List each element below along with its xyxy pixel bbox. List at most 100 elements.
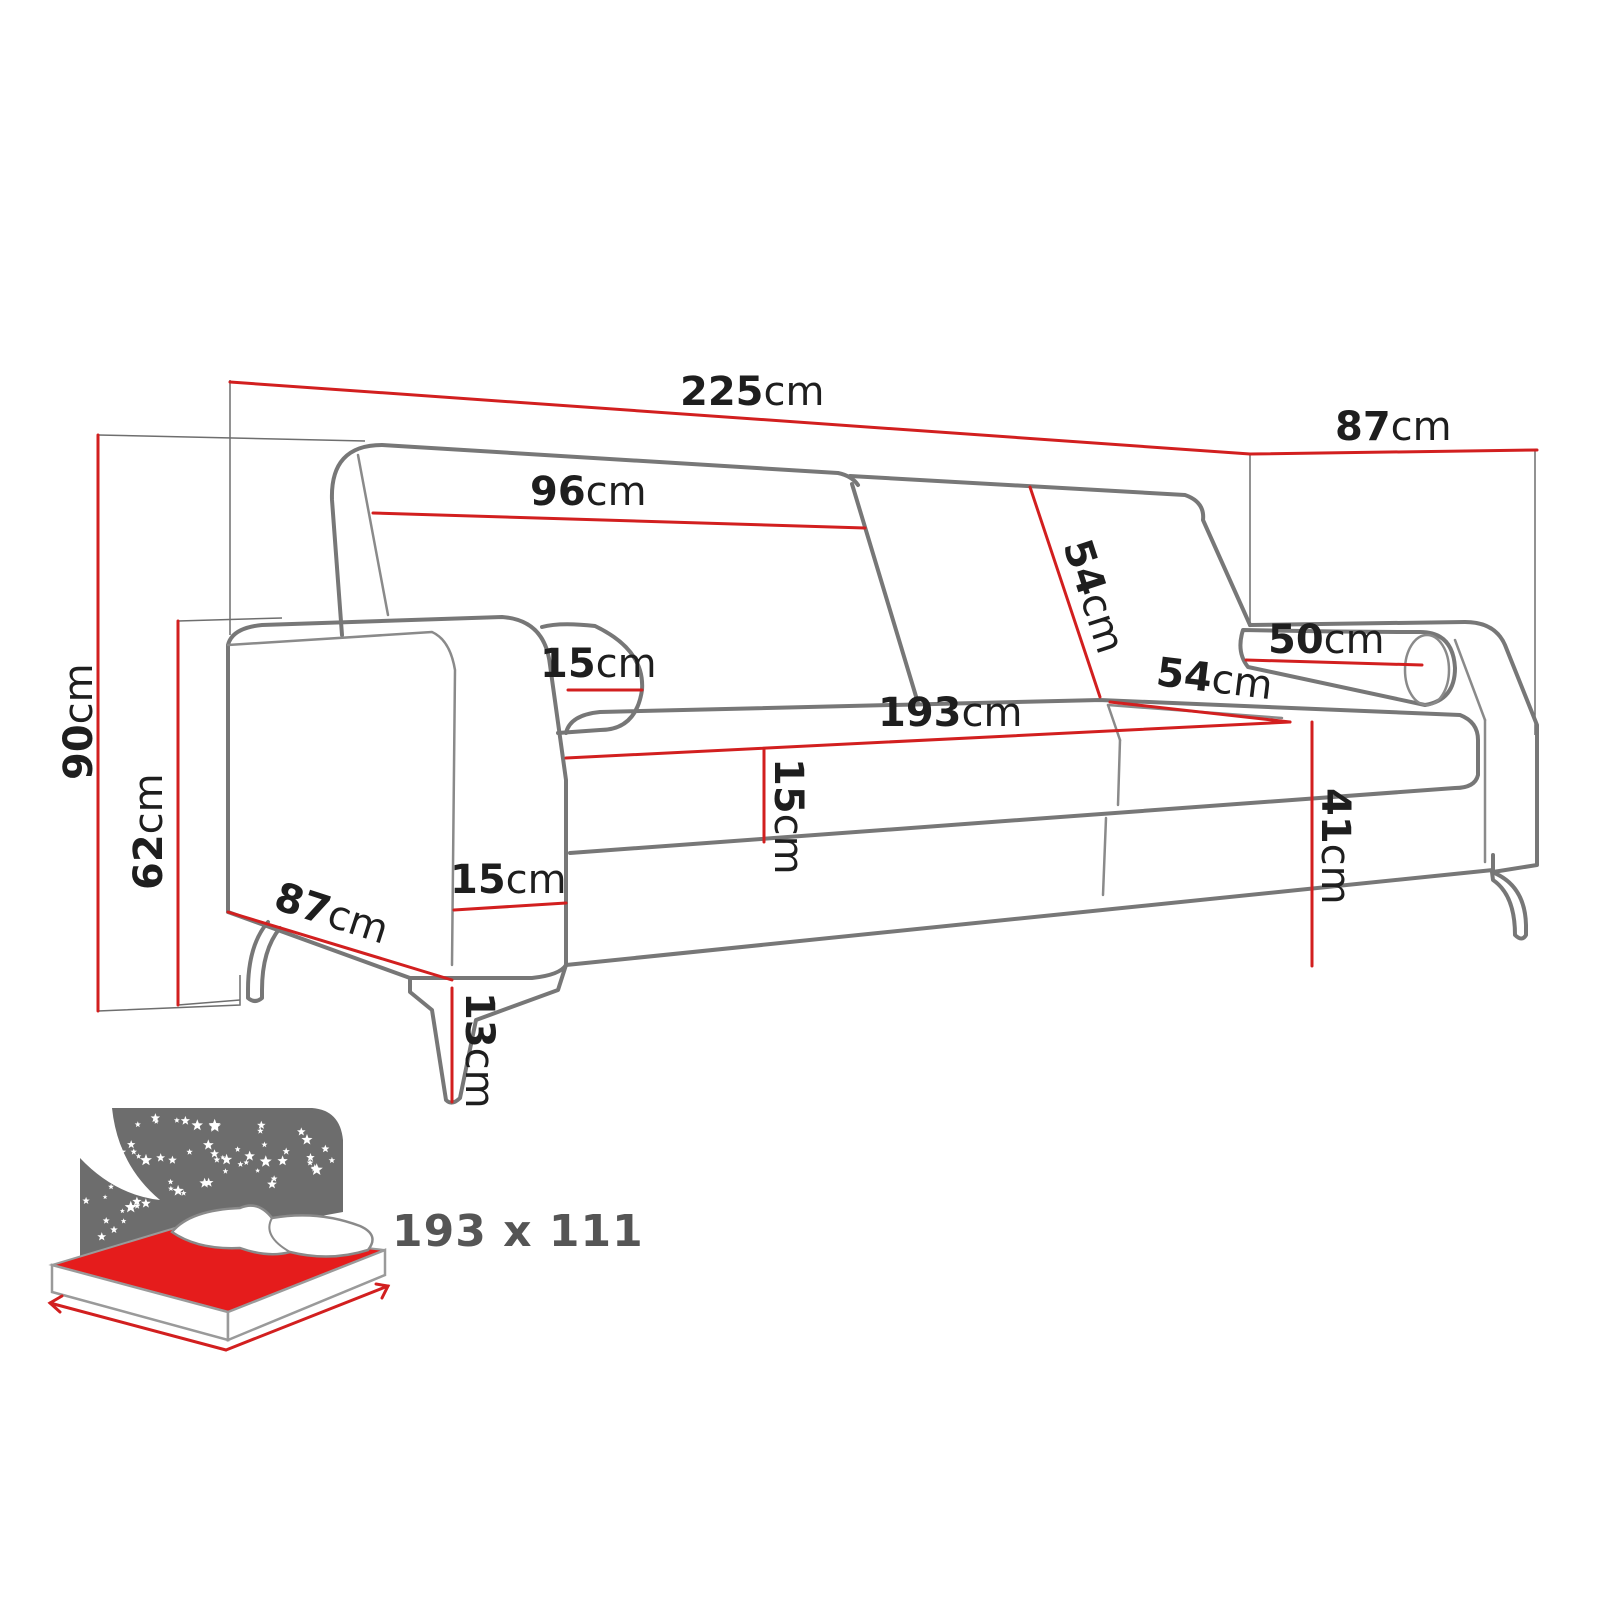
star-icon <box>328 1156 336 1164</box>
dim-line-seat-depth <box>1108 700 1292 724</box>
sofa-outline <box>226 443 1539 1105</box>
star-icon <box>130 1148 137 1155</box>
dim-line-total-width <box>228 380 1252 456</box>
label-armrest-height: 62cm <box>126 773 172 890</box>
star-icon <box>310 1163 323 1175</box>
dim-line-backrest-width <box>371 511 867 530</box>
star-icon <box>237 1161 244 1167</box>
label-seat-height: 41cm <box>1312 788 1358 905</box>
star-icon <box>244 1150 255 1161</box>
star-icon <box>277 1155 288 1166</box>
bolster-left <box>540 622 645 735</box>
star-icon <box>108 1183 114 1190</box>
star-icon <box>140 1153 152 1166</box>
star-icon <box>110 1225 118 1233</box>
star-icon <box>172 1184 184 1196</box>
star-icon <box>156 1153 166 1162</box>
seat-cushions <box>564 698 1480 855</box>
star-icon <box>116 1147 127 1157</box>
star-icon <box>97 1232 107 1241</box>
star-icon <box>221 1153 233 1165</box>
star-icon <box>203 1139 214 1150</box>
star-icon <box>102 1217 110 1224</box>
label-bolster-diameter: 15cm <box>540 641 657 687</box>
star-icon <box>257 1127 264 1134</box>
star-icon <box>306 1159 314 1166</box>
label-cushion-thickness: 15cm <box>765 758 811 875</box>
star-icon <box>150 1113 161 1123</box>
label-total-height: 90cm <box>56 663 102 780</box>
star-icon <box>119 1208 125 1214</box>
star-icon <box>220 1154 226 1160</box>
star-icon <box>167 1178 174 1185</box>
dim-line-total-depth <box>1248 448 1539 456</box>
label-seat-width: 193cm <box>878 690 1022 736</box>
star-icon <box>102 1194 108 1200</box>
star-icon <box>186 1148 193 1155</box>
dim-line-bolster-length <box>1244 658 1424 667</box>
star-icon <box>191 1119 203 1131</box>
label-side-depth: 87cm <box>269 874 394 954</box>
star-icon <box>261 1141 268 1148</box>
bolster-right <box>1238 628 1457 707</box>
star-icon <box>255 1168 261 1173</box>
label-bolster-length: 50cm <box>1268 617 1385 663</box>
star-icon <box>135 1153 142 1159</box>
star-icon <box>180 1115 190 1125</box>
star-icon <box>257 1120 266 1129</box>
leg-right <box>1490 870 1528 941</box>
stars-decoration <box>82 1113 336 1241</box>
label-total-width: 225cm <box>680 369 824 415</box>
star-icon <box>306 1153 315 1162</box>
star-icon <box>180 1190 187 1196</box>
star-icon <box>301 1134 313 1145</box>
extension-lines <box>97 380 1536 1012</box>
star-icon <box>168 1155 177 1164</box>
star-icon <box>267 1179 277 1189</box>
star-icon <box>222 1168 229 1174</box>
label-armrest-width: 15cm <box>450 857 567 903</box>
dim-line-backrest-height <box>1028 485 1102 699</box>
armrest-right <box>1248 620 1539 874</box>
backrest-left <box>329 443 860 637</box>
star-icon <box>270 1175 278 1182</box>
star-icon <box>282 1147 290 1155</box>
star-icon <box>124 1200 137 1213</box>
star-icon <box>199 1177 210 1188</box>
star-icon <box>134 1121 141 1128</box>
dimension-lines <box>96 380 1539 1104</box>
star-icon <box>173 1117 180 1123</box>
dim-line-armrest-width <box>452 901 568 912</box>
star-icon <box>210 1149 219 1158</box>
star-icon <box>82 1196 90 1204</box>
star-icon <box>321 1144 330 1153</box>
star-icon <box>132 1196 142 1206</box>
star-icon <box>259 1155 272 1167</box>
label-seat-depth: 54cm <box>1154 649 1275 709</box>
backrest-right <box>848 474 1252 627</box>
label-backrest-width: 96cm <box>530 469 647 515</box>
label-leg-height: 13cm <box>456 992 502 1109</box>
star-icon <box>119 1163 131 1174</box>
dim-line-seat-width <box>564 720 1292 760</box>
star-icon <box>120 1218 127 1224</box>
star-icon <box>213 1156 221 1163</box>
dimension-labels: 225cm 87cm 96cm 54cm 90cm 62cm 15cm 50cm… <box>56 369 1452 1109</box>
leg-left-front <box>246 920 282 1003</box>
bed-night-stars-icon <box>47 1108 391 1352</box>
star-icon <box>133 1202 141 1209</box>
star-icon <box>297 1127 306 1136</box>
star-icon <box>153 1118 159 1124</box>
armrest-left <box>226 615 568 980</box>
star-icon <box>168 1185 174 1191</box>
star-icon <box>243 1159 250 1165</box>
sofa-base <box>564 868 1495 967</box>
star-icon <box>141 1198 151 1208</box>
star-icon <box>208 1118 221 1131</box>
star-icon <box>127 1140 136 1149</box>
dim-line-side-depth <box>226 910 454 982</box>
label-total-depth: 87cm <box>1335 404 1452 450</box>
star-icon <box>234 1146 241 1152</box>
